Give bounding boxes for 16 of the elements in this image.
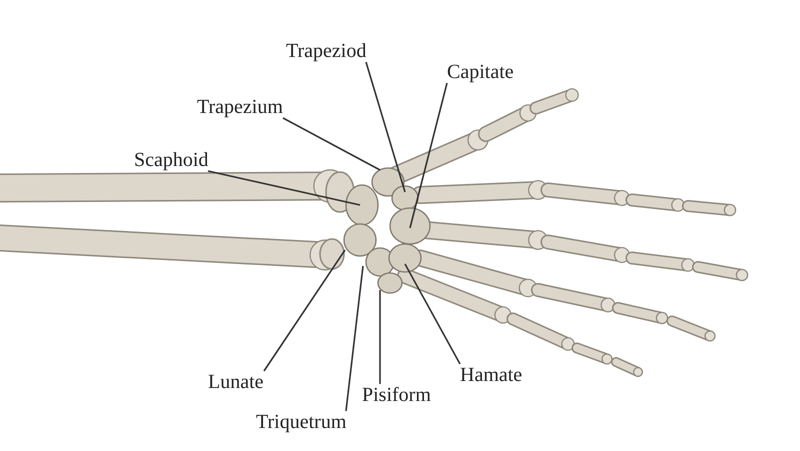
bone-label: Triquetrum <box>256 411 346 433</box>
bone-label: Trapeziod <box>286 40 366 62</box>
bone-label: Trapezium <box>197 96 283 118</box>
leader-line <box>345 266 364 412</box>
bone-label: Lunate <box>208 371 264 393</box>
bone-label: Pisiform <box>362 384 431 406</box>
leader-line <box>409 82 448 228</box>
leader-line <box>263 250 346 372</box>
leader-line <box>365 62 406 192</box>
bone-label: Hamate <box>460 364 522 386</box>
bone-label: Capitate <box>447 61 514 83</box>
leader-line <box>282 117 380 171</box>
bone-label: Scaphoid <box>134 149 208 171</box>
leader-line <box>208 170 360 206</box>
leader-line <box>379 290 381 384</box>
leader-line <box>404 264 461 364</box>
